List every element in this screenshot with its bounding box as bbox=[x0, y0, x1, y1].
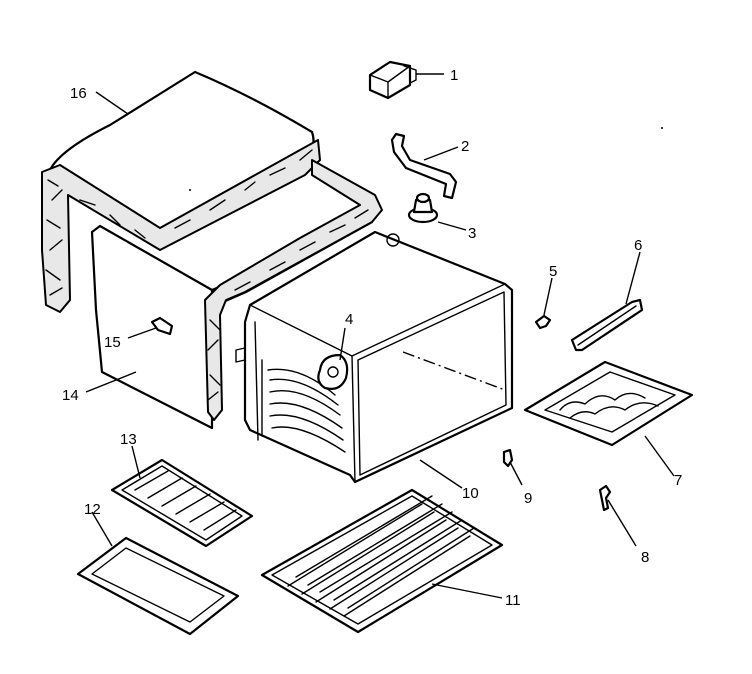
callout-4: 4 bbox=[345, 311, 353, 328]
part-5-clip bbox=[534, 314, 552, 330]
callout-3: 3 bbox=[468, 225, 476, 242]
callout-10: 10 bbox=[462, 485, 479, 502]
part-6-rack-bracket bbox=[570, 298, 644, 352]
callout-15: 15 bbox=[104, 334, 121, 351]
part-1-connector bbox=[368, 60, 417, 100]
callout-14: 14 bbox=[62, 387, 79, 404]
callout-13: 13 bbox=[120, 431, 137, 448]
part-11-oven-rack bbox=[260, 488, 504, 634]
part-12-broiler-pan bbox=[76, 536, 240, 636]
callout-8: 8 bbox=[641, 549, 649, 566]
callout-11: 11 bbox=[505, 592, 521, 609]
callout-12: 12 bbox=[84, 501, 101, 518]
callout-9: 9 bbox=[524, 490, 532, 507]
part-2-vent-tube bbox=[390, 132, 458, 200]
callout-16: 16 bbox=[70, 85, 87, 102]
part-15-bracket bbox=[150, 316, 174, 336]
callout-labels: 1 2 3 4 5 6 7 8 9 10 11 12 13 14 15 16 bbox=[62, 67, 682, 609]
callout-2: 2 bbox=[461, 138, 469, 155]
callout-5: 5 bbox=[549, 263, 557, 280]
scan-specks bbox=[189, 127, 663, 191]
callout-7: 7 bbox=[674, 472, 682, 489]
part-3-grommet bbox=[407, 192, 439, 224]
part-7-bake-element bbox=[523, 360, 694, 447]
part-8-clip bbox=[598, 484, 612, 512]
callout-6: 6 bbox=[634, 237, 642, 254]
part-16-top-insulation bbox=[41, 70, 383, 421]
leader-lines bbox=[85, 73, 675, 599]
part-4-light-socket bbox=[317, 353, 349, 390]
callout-1: 1 bbox=[450, 67, 458, 84]
part-13-broiler-insert bbox=[110, 458, 254, 548]
part-10-oven-cavity bbox=[235, 230, 514, 484]
